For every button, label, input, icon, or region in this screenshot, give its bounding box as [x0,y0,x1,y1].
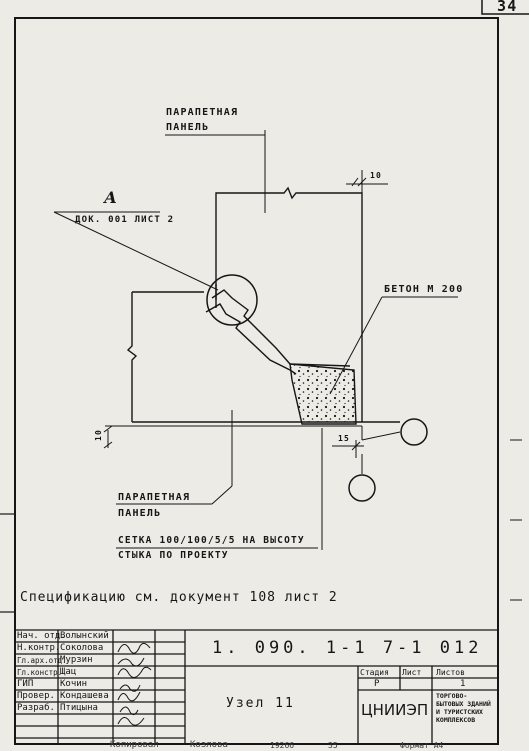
organization-name: ТОРГОВО-БЫТОВЫХ ЗДАНИЙ И ТУРИСТСКИХ КОМП… [436,692,491,724]
role-1: Нач. отд. [17,631,66,641]
name-3: Мурзин [60,655,93,665]
role-2: Н.контр. [17,643,61,653]
mesh-label-line1: СЕТКА 100/100/5/5 НА ВЫСОТУ [118,535,305,546]
sheets-header: Листов [436,668,465,677]
upper-panel-label-line2: ПАНЕЛЬ [166,122,210,133]
drawing-title: Узел 11 [226,696,295,711]
organization-logo: ЦНИИЭП [361,701,429,719]
name-5: Кочин [60,679,88,689]
name-1: Волынский [60,631,109,641]
name-7: Птицына [60,703,98,713]
dimension-15: 15 [338,434,351,443]
role-3: Гл.арх.отд. [17,656,67,665]
sheet-header: Лист [402,668,422,677]
role-6: Провер. [17,691,55,701]
upper-panel [215,130,363,422]
lower-panel-label-line1: ПАРАПЕТНАЯ [118,492,191,503]
dimension-10-top: 10 [370,171,383,180]
role-4: Гл.констр. [17,668,63,677]
axis-marker-1 [400,418,428,446]
footer-number: 19266 [270,741,295,750]
sheets-value: 1 [460,679,466,689]
footer-format: Формат А4 [400,741,444,750]
sheet-number-box [481,0,529,15]
name-2: Соколова [60,643,104,653]
lower-panel-label-line2: ПАНЕЛЬ [118,508,162,519]
concrete-label: БЕТОН М 200 [384,284,464,295]
specification-note: Спецификацию см. документ 108 лист 2 [20,590,338,605]
detail-circle-a [206,274,258,326]
footer-copied: Копировал [110,740,159,750]
stage-header: Стадия [360,668,389,677]
role-7: Разраб. [17,703,55,713]
sheet-number: 34 [497,0,518,15]
dimension-10-left: 10 [94,428,103,441]
dimension-marks [103,170,401,474]
callout-a-letter: А [104,188,119,207]
document-code: 1. 090. 1-1 7-1 012 [212,638,483,658]
signatures [117,642,152,726]
role-5: ГИП [17,679,34,689]
stage-value: Р [374,679,380,689]
concrete-fill [289,363,357,425]
upper-panel-label-line1: ПАРАПЕТНАЯ [166,107,239,118]
leader-lines [53,134,458,549]
mesh-label-line2: СТЫКА ПО ПРОЕКТУ [118,550,229,561]
name-6: Кондашева [60,691,109,701]
name-4: Щац [60,667,77,677]
lower-panel [105,291,400,550]
footer-sheet-no: 35 [328,741,338,750]
footer-copier: Козлова [190,740,228,750]
callout-a-reference: ДОК. 001 ЛИСТ 2 [75,215,175,225]
sheet-frame [14,17,499,745]
sloped-joint [205,289,351,375]
axis-marker-2 [348,474,376,502]
title-block-grid [15,629,498,744]
